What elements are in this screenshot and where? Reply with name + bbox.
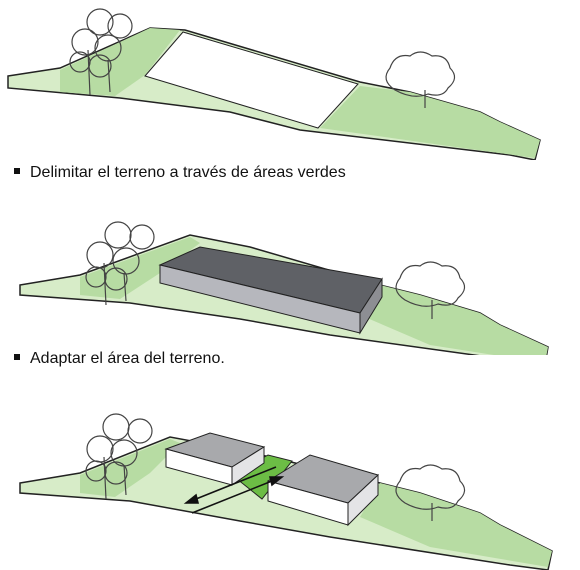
green-area-left [60,28,180,96]
building-block-right [266,454,379,527]
diagram-step-1 [0,0,580,160]
building-block-left [164,432,266,486]
step-caption-1: Delimitar el terreno a través de áreas v… [14,164,346,182]
terrain-illustration-2 [19,221,549,355]
caption-text: Delimitar el terreno a través de áreas v… [30,164,346,181]
tree-right [395,261,466,319]
caption-text: Adaptar el área del terreno. [30,350,225,367]
green-area-left [80,237,200,299]
bullet-icon [14,167,20,174]
delimited-plot [144,31,359,129]
green-area-right [320,86,540,158]
tree-right [395,464,466,521]
tree-cluster-left [69,8,133,96]
tree-right [385,51,456,108]
bullet-icon [14,353,20,360]
diagram-step-3 [0,395,580,570]
terrain-illustration-3 [19,413,553,570]
tree-cluster-left [85,221,155,306]
tree-cluster-left [85,413,153,500]
diagram-step-2 [0,195,580,355]
building-volume [158,246,383,335]
building-side-right [359,277,383,335]
terrain-illustration-1 [7,8,541,160]
green-area-right [360,285,548,355]
step-caption-2: Adaptar el área del terreno. [14,350,225,368]
double-arrow-icon [183,466,285,514]
